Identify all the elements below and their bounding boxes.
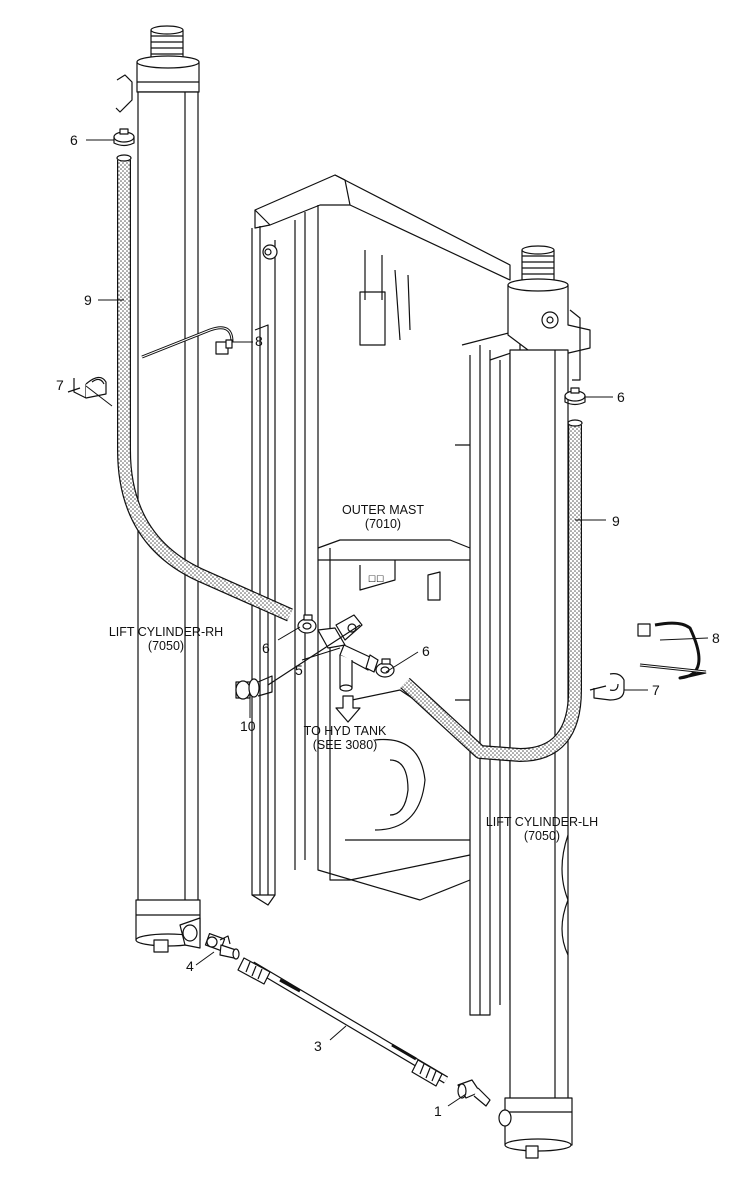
hose-9-rh [116, 154, 293, 622]
caption-lift-cylinder-rh: LIFT CYLINDER-RH (7050) [96, 625, 236, 653]
callout-6-mid-left: 6 [262, 640, 270, 656]
caption-lift-cylinder-rh-line1: LIFT CYLINDER-RH [108, 625, 224, 639]
caption-lift-cylinder-lh-line2: (7050) [523, 829, 561, 843]
mast-stamp: ☐☐ [368, 574, 384, 584]
hyd-tank-arrow [335, 695, 361, 723]
hose-9-lh [400, 419, 583, 762]
caption-hyd-tank-line1: TO HYD TANK [303, 724, 387, 738]
adapter-fitting-1 [457, 1079, 491, 1107]
bolt-10 [235, 624, 361, 700]
hose-assembly-3 [237, 957, 449, 1087]
callout-5: 5 [295, 662, 303, 678]
callout-3: 3 [314, 1038, 322, 1054]
cable-tie-8-right [637, 621, 707, 680]
caption-lift-cylinder-lh: LIFT CYLINDER-LH (7050) [472, 815, 612, 843]
callout-4: 4 [186, 958, 194, 974]
elbow-fitting-4 [204, 933, 240, 960]
cable-tie-8-left [141, 326, 234, 359]
callout-8-left: 8 [255, 333, 263, 349]
lift-cylinder-rh [115, 25, 201, 953]
tee-fitting-5 [317, 614, 379, 692]
caption-outer-mast-line1: OUTER MAST [342, 503, 424, 517]
callout-9-right: 9 [612, 513, 620, 529]
clamp-6-top-left [113, 128, 135, 147]
callout-1: 1 [434, 1103, 442, 1119]
callout-9-left: 9 [84, 292, 92, 308]
caption-hyd-tank-line2: (SEE 3080) [312, 738, 378, 752]
callout-10: 10 [240, 718, 256, 734]
hose-clip-7-right [589, 673, 625, 701]
caption-outer-mast: OUTER MAST (7010) [328, 503, 438, 531]
callout-7-right: 7 [652, 682, 660, 698]
hose-clip-7-left [67, 376, 107, 399]
caption-hyd-tank: TO HYD TANK (SEE 3080) [290, 724, 400, 752]
clamp-6-mid-left [297, 614, 317, 634]
callout-6-mid-right: 6 [422, 643, 430, 659]
clamp-6-mid-right [375, 658, 395, 678]
caption-lift-cylinder-lh-line1: LIFT CYLINDER-LH [485, 815, 599, 829]
outer-mast: ☐☐ [251, 174, 525, 1016]
callout-7-left: 7 [56, 377, 64, 393]
callout-6-top-right: 6 [617, 389, 625, 405]
caption-outer-mast-line2: (7010) [364, 517, 402, 531]
callout-6-top-left: 6 [70, 132, 78, 148]
caption-lift-cylinder-rh-line2: (7050) [147, 639, 185, 653]
leader-lines [85, 139, 709, 1107]
callout-8-right: 8 [712, 630, 720, 646]
clamp-6-top-right [564, 387, 586, 406]
